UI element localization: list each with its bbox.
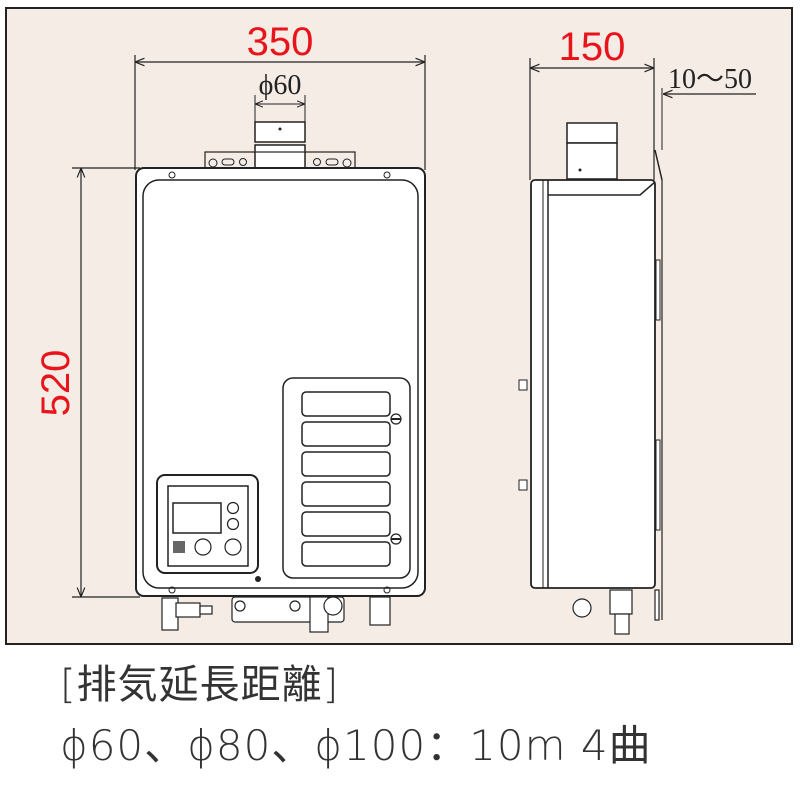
height-dimension-label: 520 [34,350,78,417]
flue-diameter-label: ϕ60 [259,70,302,101]
width-dimension-label: 350 [247,20,314,64]
caption-title: [排気延長距離] [60,662,340,708]
caption-spec: ϕ60、ϕ80、ϕ100：10m 4曲 [60,721,652,770]
remote-controller [156,474,261,582]
depth-dimension-label: 150 [559,25,626,69]
side-view: 150 10～50 [518,25,756,635]
wall-gap-label: 10～50 [668,64,752,95]
front-view: 350 ϕ60 520 [34,20,426,633]
